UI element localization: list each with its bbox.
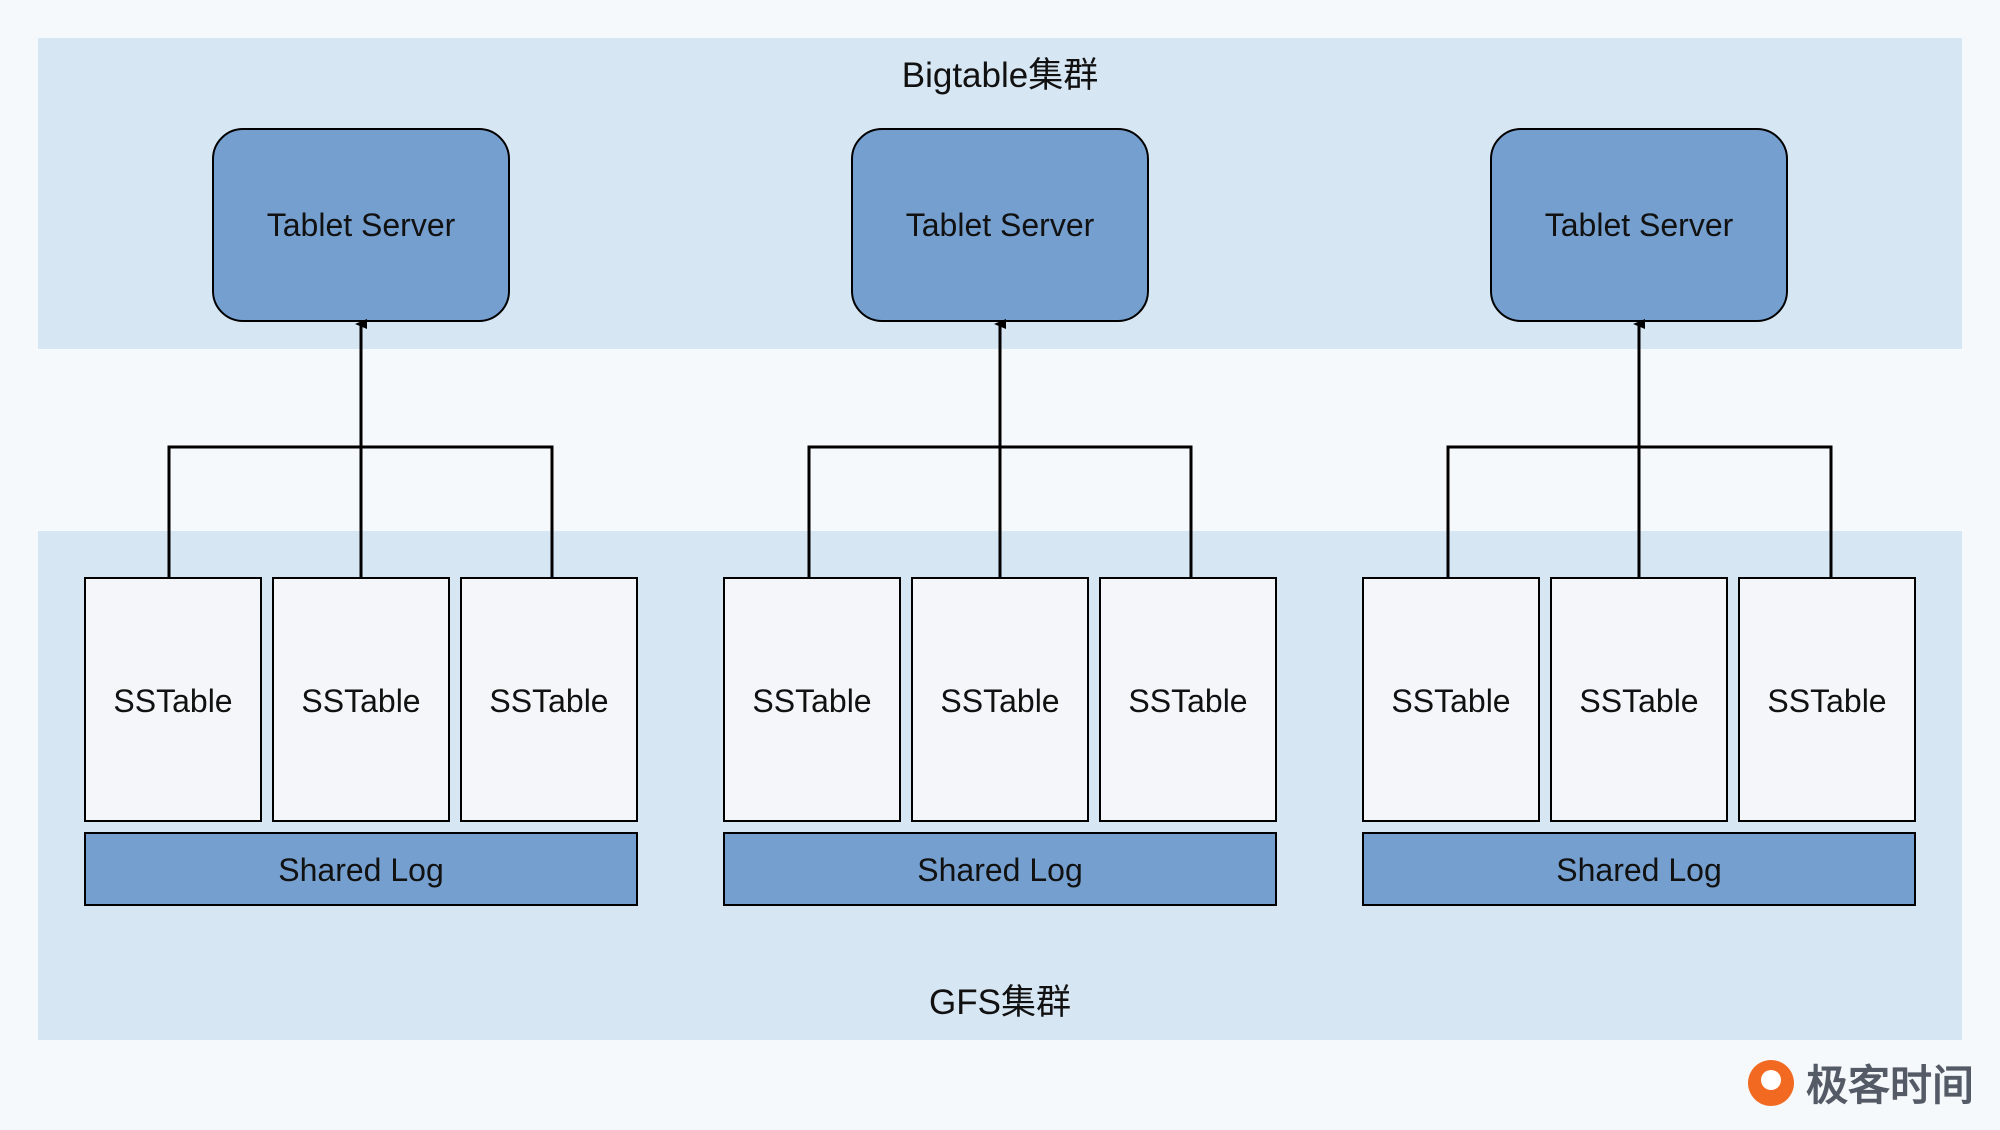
- tablet-server-label: Tablet Server: [267, 207, 456, 243]
- brand-name: 极客时间: [1806, 1062, 1974, 1109]
- sstable-box: [84, 577, 262, 822]
- sstable-box: [723, 577, 901, 822]
- sstable-label: SSTable: [1767, 683, 1886, 719]
- group-2: Tablet Server SSTable SSTable SSTable Sh…: [723, 128, 1277, 906]
- sstable-box: [1550, 577, 1728, 822]
- group-1: Tablet Server SSTable SSTable SSTable Sh…: [84, 128, 638, 906]
- shared-log-box: [1362, 832, 1916, 906]
- sstable-label: SSTable: [940, 683, 1059, 719]
- sstable-box: [1099, 577, 1277, 822]
- sstable-label: SSTable: [752, 683, 871, 719]
- sstable-label: SSTable: [301, 683, 420, 719]
- sstable-label: SSTable: [1579, 683, 1698, 719]
- sstable-box: [272, 577, 450, 822]
- shared-log-box: [723, 832, 1277, 906]
- gfs-cluster-label: GFS集群: [929, 983, 1071, 1022]
- sstable-box: [911, 577, 1089, 822]
- sstable-label: SSTable: [489, 683, 608, 719]
- brand-watermark: 极客时间: [1748, 1060, 1974, 1109]
- sstable-box: [460, 577, 638, 822]
- sstable-box: [1738, 577, 1916, 822]
- bigtable-cluster-label: Bigtable集群: [902, 56, 1098, 95]
- sstable-label: SSTable: [1128, 683, 1247, 719]
- tablet-server-label: Tablet Server: [1545, 207, 1734, 243]
- sstable-label: SSTable: [113, 683, 232, 719]
- group-3: Tablet Server SSTable SSTable SSTable Sh…: [1362, 128, 1916, 906]
- sstable-box: [1362, 577, 1540, 822]
- geektime-logo-icon: [1748, 1060, 1794, 1106]
- shared-log-label: Shared Log: [1556, 852, 1721, 888]
- shared-log-label: Shared Log: [278, 852, 443, 888]
- tablet-server-label: Tablet Server: [906, 207, 1095, 243]
- shared-log-label: Shared Log: [917, 852, 1082, 888]
- shared-log-box: [84, 832, 638, 906]
- sstable-label: SSTable: [1391, 683, 1510, 719]
